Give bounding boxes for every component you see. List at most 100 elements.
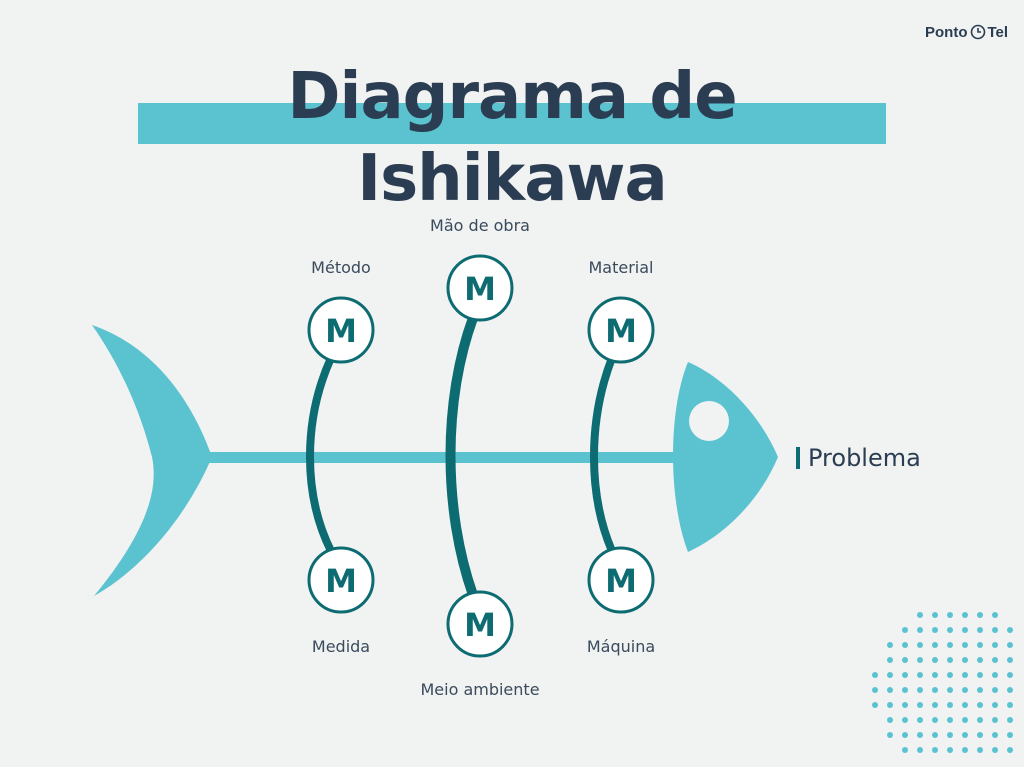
pattern-dot (947, 642, 953, 648)
pattern-dot (992, 657, 998, 663)
pattern-dot (932, 642, 938, 648)
pattern-dot (1007, 717, 1013, 723)
logo-text-tel: Tel (987, 23, 1009, 41)
node-letter: M (605, 562, 637, 600)
pattern-dot (977, 627, 983, 633)
pattern-dot (917, 702, 923, 708)
fish-eye (689, 401, 729, 441)
pattern-dot (932, 657, 938, 663)
pattern-dot (932, 627, 938, 633)
pattern-dot (992, 627, 998, 633)
pattern-dot (977, 672, 983, 678)
pattern-dot (887, 717, 893, 723)
pattern-dot (977, 612, 983, 618)
pattern-dot (947, 612, 953, 618)
pattern-dot (917, 717, 923, 723)
pattern-dot (947, 627, 953, 633)
title-highlight-bar (138, 103, 886, 144)
pattern-dot (947, 672, 953, 678)
pattern-dot (887, 657, 893, 663)
pattern-dot (947, 687, 953, 693)
label-meio-ambiente: Meio ambiente (420, 680, 540, 699)
pattern-dot (1007, 627, 1013, 633)
pattern-dot (932, 672, 938, 678)
pattern-dot (1007, 642, 1013, 648)
pattern-dot (977, 702, 983, 708)
node-meio-ambiente: M (446, 590, 514, 658)
fish-tail (92, 325, 212, 596)
pattern-dot (992, 747, 998, 753)
pattern-dot (917, 612, 923, 618)
pattern-dot (917, 657, 923, 663)
node-material: M (587, 296, 655, 364)
node-letter: M (464, 270, 496, 308)
pattern-dot (887, 672, 893, 678)
pattern-dot (1007, 747, 1013, 753)
pattern-dot (917, 627, 923, 633)
problem-text: Problema (808, 444, 921, 472)
pattern-dot (932, 687, 938, 693)
pattern-dot (962, 642, 968, 648)
label-medida: Medida (311, 637, 371, 656)
pattern-dot (917, 732, 923, 738)
pattern-dot (992, 732, 998, 738)
page-title: Diagrama de Ishikawa (287, 60, 737, 216)
pattern-dot (977, 747, 983, 753)
pattern-dot (992, 717, 998, 723)
pattern-dot (962, 672, 968, 678)
pattern-dot (992, 642, 998, 648)
pattern-dot (992, 672, 998, 678)
pattern-dot (962, 732, 968, 738)
pattern-dot (962, 717, 968, 723)
label-mao-de-obra: Mão de obra (430, 216, 530, 235)
bone-material-maquina (590, 354, 616, 555)
bone-metodo-medida (306, 354, 335, 555)
clock-icon (970, 24, 985, 40)
pattern-dot (962, 702, 968, 708)
pattern-dot (1007, 687, 1013, 693)
fish-spine (205, 452, 675, 463)
logo-text-ponto: Ponto (925, 23, 968, 41)
pattern-dot (932, 747, 938, 753)
node-mao-de-obra: M (446, 254, 514, 322)
pontotel-logo: Ponto Tel (925, 20, 1008, 44)
pattern-dot (887, 702, 893, 708)
pattern-dot (902, 657, 908, 663)
pattern-dot (887, 642, 893, 648)
pattern-dot (947, 657, 953, 663)
pattern-dot (902, 717, 908, 723)
pattern-dot (902, 702, 908, 708)
pattern-dot (992, 687, 998, 693)
pattern-dot (1007, 732, 1013, 738)
pattern-dot (962, 627, 968, 633)
pattern-dot (872, 672, 878, 678)
pattern-dot (992, 702, 998, 708)
pattern-dot (887, 732, 893, 738)
pattern-dot (872, 702, 878, 708)
pattern-dot (917, 687, 923, 693)
pattern-dot (917, 747, 923, 753)
pattern-dot (917, 642, 923, 648)
pattern-dot (902, 627, 908, 633)
pattern-dot (902, 672, 908, 678)
pattern-dot (917, 672, 923, 678)
pattern-dot (1007, 672, 1013, 678)
pattern-dot (887, 687, 893, 693)
label-maquina: Máquina (586, 637, 656, 656)
pattern-dot (977, 717, 983, 723)
problem-label: Problema (796, 442, 921, 474)
node-maquina: M (587, 546, 655, 614)
pattern-dot (902, 747, 908, 753)
pattern-dot (902, 687, 908, 693)
pattern-dot (932, 717, 938, 723)
pattern-dot (1007, 702, 1013, 708)
node-letter: M (325, 562, 357, 600)
pattern-dot (977, 732, 983, 738)
pattern-dot (902, 642, 908, 648)
title-block: Diagrama de Ishikawa (138, 56, 886, 216)
pattern-dot (962, 747, 968, 753)
bone-maodeobra-meioambiente (445, 313, 478, 600)
pattern-dot (992, 612, 998, 618)
pattern-dot (962, 612, 968, 618)
